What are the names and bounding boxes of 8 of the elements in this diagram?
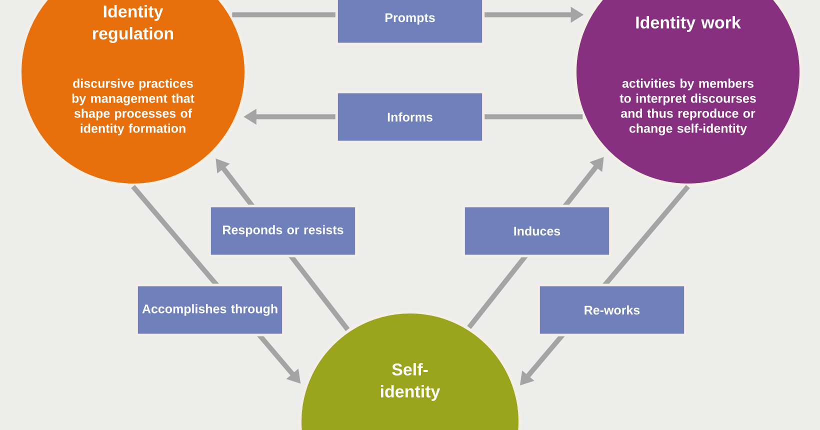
edge-label: Prompts: [335, 0, 485, 46]
edge-label: Re-works: [537, 284, 687, 336]
edge-label: Informs: [335, 90, 485, 144]
circle-node: Identity work activities by members to interpret discourses and thus reproduce or change self-identity: [574, 0, 802, 186]
edge-label: Induces: [462, 204, 612, 258]
circle-node: Self-identity: [298, 310, 522, 430]
edge-label: Accomplishes through: [135, 284, 285, 336]
edge-label: Responds or resists: [208, 204, 358, 258]
